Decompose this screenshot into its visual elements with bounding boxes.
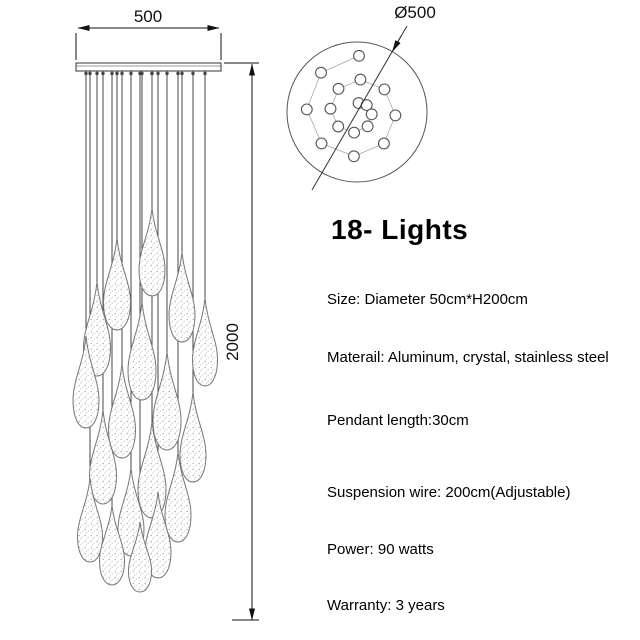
crystal-drop — [191, 297, 219, 387]
crystal-drop — [152, 351, 182, 451]
pendant-position-circle — [332, 120, 345, 133]
wire-attachment-dot — [165, 71, 169, 76]
pendant-drops — [72, 207, 219, 593]
ceiling-plate — [75, 62, 222, 72]
spec-power: Power: 90 watts — [327, 541, 434, 558]
wire-attachment-dot — [101, 71, 105, 76]
pendant-position-circle — [361, 120, 374, 133]
wire-attachment-dot — [120, 71, 124, 76]
product-title: 18- Lights — [331, 214, 469, 245]
crystal-drop — [98, 504, 126, 586]
wire-attachment-dot — [95, 71, 99, 76]
wire-attachment-dot — [191, 71, 195, 76]
wire-attachment-dot — [110, 71, 114, 76]
suspension-wires — [84, 71, 207, 526]
height-dimension-label: 2000 — [223, 323, 242, 361]
pendant-position-circle — [377, 137, 390, 150]
spec-pendant-length: Pendant length:30cm — [327, 412, 469, 429]
crystal-drop — [137, 421, 167, 519]
height-dimension — [224, 62, 259, 621]
width-dimension — [75, 25, 222, 60]
pendant-position-circle — [348, 126, 361, 139]
pendant-position-circle — [347, 150, 360, 163]
pendant-position-circle — [353, 49, 365, 62]
pendant-position-circle — [300, 103, 313, 116]
top-view — [286, 25, 428, 191]
wire-attachment-dot — [129, 71, 133, 76]
crystal-drop — [168, 251, 196, 343]
crystal-drop — [72, 335, 100, 429]
spec-suspension-wire: Suspension wire: 200cm(Adjustable) — [327, 484, 571, 501]
spec-material: Materail: Aluminum, crystal, stainless s… — [327, 349, 609, 366]
crystal-drop — [127, 301, 157, 401]
pendant-position-circle — [315, 137, 328, 150]
wire-attachment-dot — [176, 71, 180, 76]
pendant-position-circle — [378, 83, 391, 96]
crystal-drop — [76, 477, 104, 563]
wire-attachment-dot — [138, 71, 142, 76]
crystal-drop — [107, 363, 137, 459]
wire-attachment-dot — [88, 71, 92, 76]
diameter-dimension — [311, 25, 408, 191]
wire-attachment-dot — [84, 71, 88, 76]
wire-attachment-dot — [115, 71, 119, 76]
wire-attachment-dot — [180, 71, 184, 76]
crystal-drop — [179, 391, 207, 483]
crystal-drop — [164, 451, 192, 543]
pendant-position-circle — [332, 82, 345, 95]
wire-attachment-dot — [156, 71, 160, 76]
pendant-position-circle — [389, 109, 402, 122]
pendant-position-circle — [315, 66, 327, 79]
crystal-drop — [144, 491, 172, 579]
pendant-position-circle — [365, 108, 378, 121]
wire-attachment-dot — [150, 71, 154, 76]
crystal-drop — [82, 281, 112, 377]
wire-attachment-dot — [203, 71, 207, 76]
pendant-position-circle — [324, 102, 337, 115]
spec-warranty: Warranty: 3 years — [327, 597, 445, 614]
spiral-pendant-positions — [300, 49, 402, 163]
width-dimension-label: 500 — [134, 7, 162, 26]
crystal-drop — [88, 409, 118, 505]
spec-size: Size: Diameter 50cm*H200cm — [327, 291, 528, 308]
crystal-drop — [127, 521, 153, 593]
crystal-drop — [102, 237, 132, 331]
crystal-drop — [138, 207, 166, 297]
diameter-dimension-label: Ø500 — [394, 3, 436, 22]
pendant-position-circle — [354, 73, 367, 86]
